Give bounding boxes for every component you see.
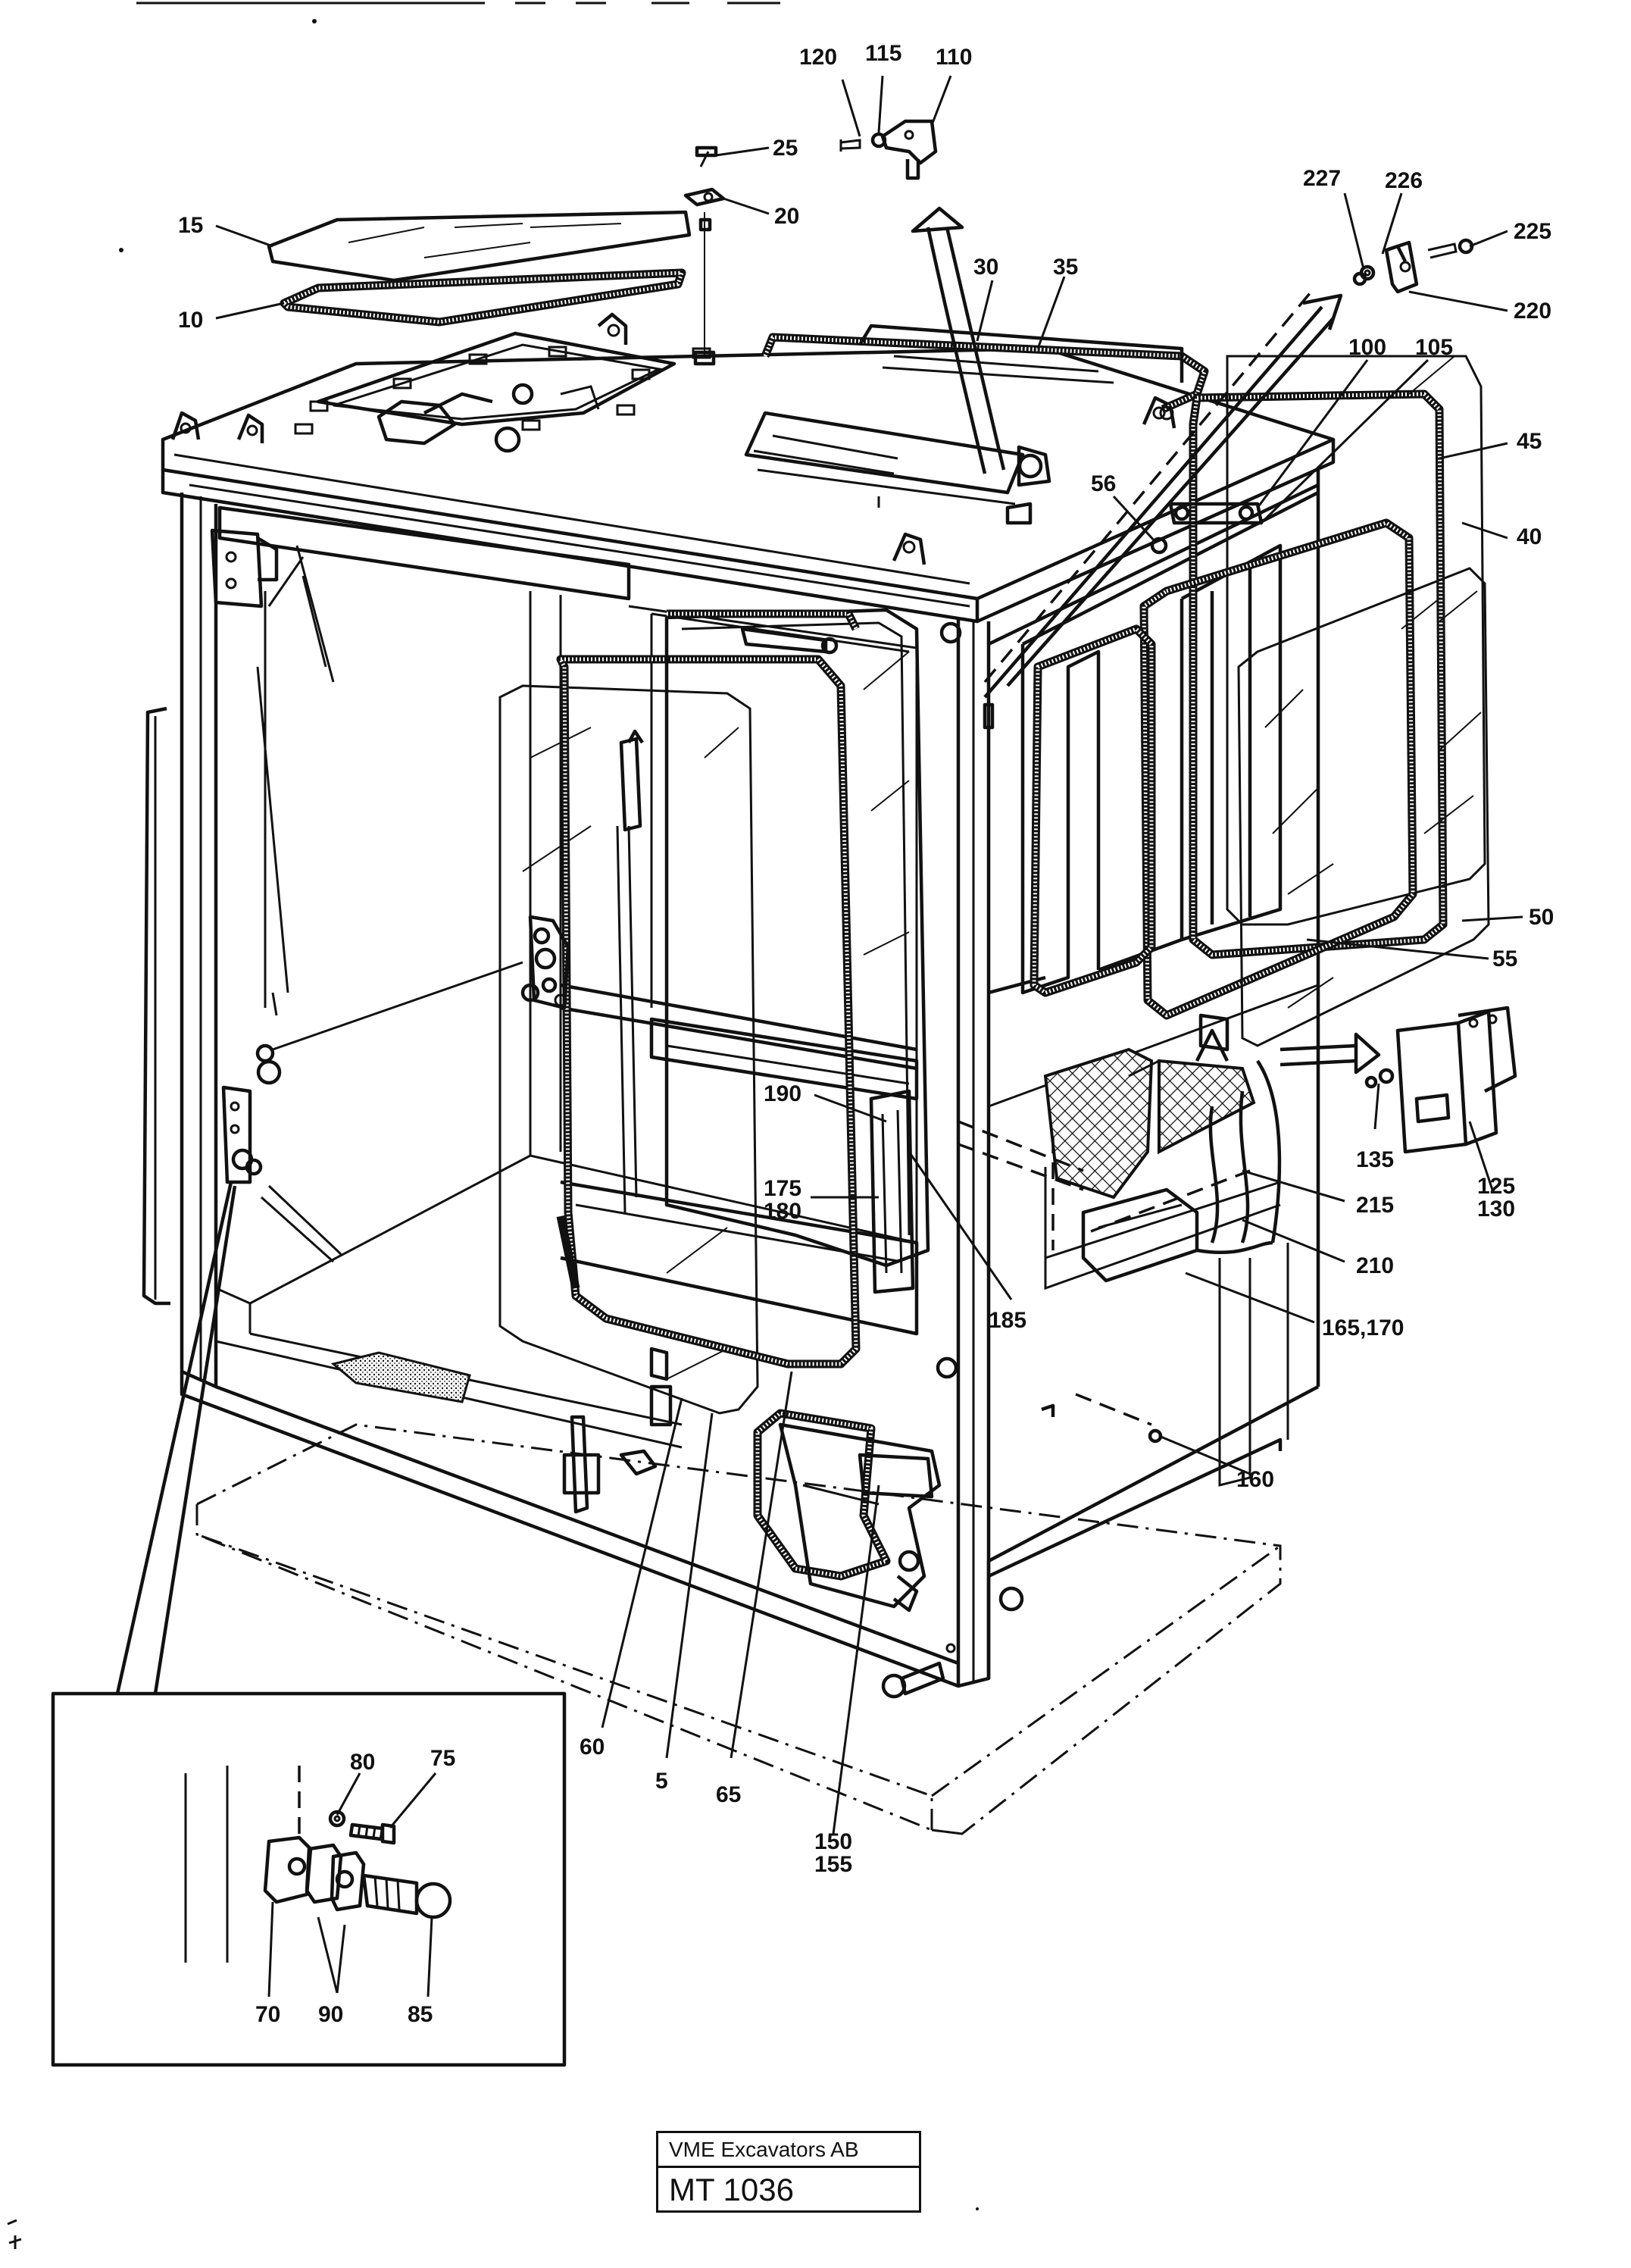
callout-40: 40 bbox=[1517, 524, 1542, 549]
callout-110: 110 bbox=[936, 45, 972, 70]
callout-225: 225 bbox=[1514, 219, 1551, 244]
roof-hatch-seal-10 bbox=[280, 268, 686, 327]
side-window-frame bbox=[1020, 490, 1320, 995]
handrail-30 bbox=[761, 324, 1209, 421]
callout-105: 105 bbox=[1415, 335, 1453, 360]
callout-20: 20 bbox=[774, 204, 799, 229]
callout-115: 115 bbox=[865, 41, 901, 66]
side-rail-left bbox=[142, 545, 335, 1306]
hinge-detail-inset bbox=[51, 1181, 567, 2067]
callout-175: 175 bbox=[764, 1176, 801, 1201]
callout-90: 90 bbox=[318, 2002, 343, 2027]
base-bolts bbox=[881, 621, 1163, 1699]
callout-25: 25 bbox=[773, 136, 798, 161]
scan-marks bbox=[7, 19, 979, 2249]
callout-55: 55 bbox=[1492, 946, 1517, 971]
rear-window-pane bbox=[1030, 624, 1156, 997]
side-window-seal-45 bbox=[1189, 389, 1448, 959]
callout-185: 185 bbox=[989, 1308, 1026, 1333]
callout-50: 50 bbox=[1529, 905, 1554, 930]
door-seal-65 bbox=[556, 655, 861, 1369]
callout-227: 227 bbox=[1303, 166, 1341, 191]
plug-56 bbox=[1150, 536, 1168, 555]
callout-180: 180 bbox=[764, 1199, 801, 1224]
callout-120: 120 bbox=[799, 45, 837, 70]
drawing-code: MT 1036 bbox=[669, 2172, 794, 2207]
callout-130: 130 bbox=[1477, 1197, 1515, 1222]
sliding-window-seal-55 bbox=[1139, 518, 1417, 1020]
bracket-220 bbox=[1352, 238, 1474, 294]
lifting-eyes bbox=[170, 312, 1176, 565]
bracket-125 bbox=[1364, 1006, 1517, 1154]
door-frame-5 bbox=[664, 608, 930, 1268]
roof-hatch-glass-15 bbox=[267, 210, 692, 283]
heater-unit bbox=[1043, 1013, 1282, 1283]
callout-190: 190 bbox=[764, 1081, 801, 1106]
leader-lines bbox=[215, 75, 1523, 1835]
company-name: VME Excavators AB bbox=[658, 2133, 919, 2168]
callout-30: 30 bbox=[973, 255, 998, 280]
explode-arrow-side bbox=[983, 286, 1343, 699]
callout-60: 60 bbox=[580, 1735, 605, 1760]
callout-160: 160 bbox=[1236, 1467, 1274, 1492]
callout-5: 5 bbox=[655, 1769, 668, 1794]
door-lock bbox=[520, 729, 673, 1514]
callout-100: 100 bbox=[1348, 335, 1386, 360]
hatch-pin-25 bbox=[683, 145, 726, 366]
callout-165-170: 165,170 bbox=[1322, 1315, 1404, 1340]
callout-56: 56 bbox=[1091, 471, 1116, 496]
explode-arrow-top bbox=[911, 206, 1006, 474]
callout-15: 15 bbox=[178, 213, 203, 238]
callout-215: 215 bbox=[1356, 1193, 1394, 1218]
vent-grille-175 bbox=[869, 1089, 915, 1294]
step-handle-150 bbox=[753, 1409, 942, 1613]
duct-hidden-lines bbox=[958, 1120, 1251, 1426]
callout-80: 80 bbox=[350, 1750, 375, 1775]
callout-70: 70 bbox=[255, 2002, 280, 2027]
callout-75: 75 bbox=[430, 1746, 455, 1771]
callout-85: 85 bbox=[408, 2002, 433, 2027]
sliding-window-glass-50 bbox=[1237, 567, 1490, 1047]
title-block: VME Excavators AB MT 1036 bbox=[656, 2131, 921, 2213]
callout-45: 45 bbox=[1517, 429, 1542, 454]
wiper-motor bbox=[744, 411, 1051, 525]
roof-hatch-opening bbox=[294, 331, 711, 453]
callout-65: 65 bbox=[716, 1782, 741, 1807]
cab-frame bbox=[161, 346, 1336, 1688]
bracket-110 bbox=[839, 119, 938, 180]
side-window-glass-40 bbox=[1226, 355, 1486, 926]
callout-125: 125 bbox=[1477, 1174, 1515, 1199]
callout-35: 35 bbox=[1053, 255, 1078, 280]
callout-10: 10 bbox=[178, 308, 203, 333]
callout-210: 210 bbox=[1356, 1253, 1394, 1278]
callout-226: 226 bbox=[1385, 168, 1423, 193]
callout-135: 135 bbox=[1356, 1147, 1394, 1172]
floor-plate bbox=[195, 1423, 1282, 1835]
callout-220: 220 bbox=[1514, 299, 1551, 324]
explode-arrow-right bbox=[1279, 1032, 1381, 1075]
callout-150: 150 bbox=[814, 1829, 852, 1854]
callout-155: 155 bbox=[814, 1852, 852, 1877]
door-glass-60 bbox=[498, 684, 759, 1415]
callout-labels: 120 115 110 25 20 15 10 30 35 227 226 22… bbox=[178, 41, 1554, 2027]
door-hinge-area bbox=[210, 528, 523, 1263]
